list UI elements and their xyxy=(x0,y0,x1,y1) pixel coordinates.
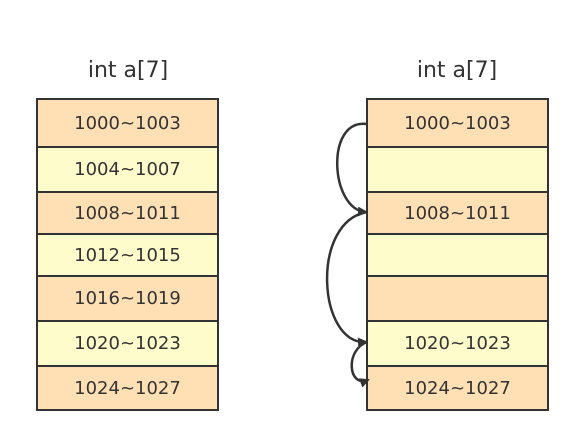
left-cell-0: 1000~1003 xyxy=(38,100,217,146)
left-cell-2: 1008~1011 xyxy=(38,193,217,233)
right-cell-2: 1008~1011 xyxy=(368,193,547,233)
left-cell-6: 1024~1027 xyxy=(38,367,217,409)
left-cell-3: 1012~1015 xyxy=(38,235,217,275)
left-cell-4: 1016~1019 xyxy=(38,277,217,320)
left-cell-5: 1020~1023 xyxy=(38,322,217,365)
left-cell-1: 1004~1007 xyxy=(38,148,217,191)
right-cell-3 xyxy=(368,235,547,275)
left-array: 1000~1003 1004~1007 1008~1011 1012~1015 … xyxy=(36,98,219,411)
right-array-title: int a[7] xyxy=(416,58,498,83)
right-cell-1 xyxy=(368,148,547,191)
right-array: 1000~1003 1008~1011 1020~1023 1024~1027 xyxy=(366,98,549,411)
arrow-0-to-2 xyxy=(336,122,368,217)
right-cell-6: 1024~1027 xyxy=(368,367,547,409)
right-cell-0: 1000~1003 xyxy=(368,100,547,146)
right-cell-4 xyxy=(368,277,547,320)
left-array-title: int a[7] xyxy=(87,58,169,83)
arrow-2-to-5 xyxy=(325,210,368,348)
right-cell-5: 1020~1023 xyxy=(368,322,547,365)
